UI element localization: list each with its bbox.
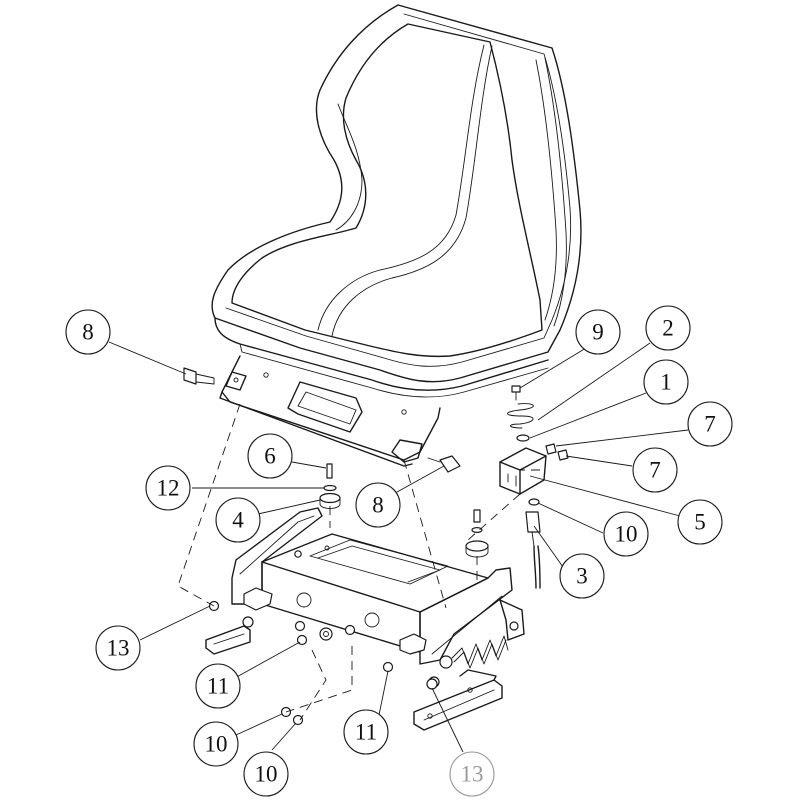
svg-text:5: 5	[694, 510, 706, 535]
assembly-dashed-lines	[177, 403, 540, 721]
callout-13: 13	[449, 751, 495, 797]
seat-shell	[211, 4, 582, 398]
callout-11: 11	[195, 663, 241, 709]
svg-text:13: 13	[461, 762, 484, 787]
callout-6: 6	[247, 433, 293, 479]
callout-12: 12	[145, 465, 191, 511]
svg-text:2: 2	[662, 316, 674, 341]
callout-balloons: 8 9 2 1 7 7 6 12 4 8 5 10 3 13 11 11 10 …	[65, 305, 733, 797]
svg-text:10: 10	[255, 762, 278, 787]
svg-text:8: 8	[372, 493, 384, 518]
svg-text:8: 8	[82, 320, 94, 345]
svg-text:10: 10	[615, 522, 638, 547]
callout-10: 10	[193, 721, 239, 767]
svg-text:7: 7	[649, 458, 661, 483]
svg-text:4: 4	[232, 508, 244, 533]
callout-5: 5	[677, 499, 723, 545]
svg-text:1: 1	[660, 370, 672, 395]
callout-10: 10	[603, 511, 649, 557]
svg-text:12: 12	[157, 476, 180, 501]
callout-4: 4	[215, 497, 261, 543]
svg-text:11: 11	[355, 720, 377, 745]
svg-text:3: 3	[576, 564, 588, 589]
callout-7: 7	[687, 401, 733, 447]
svg-text:10: 10	[205, 732, 228, 757]
svg-text:6: 6	[264, 444, 276, 469]
callout-7: 7	[632, 447, 678, 493]
callout-2: 2	[645, 305, 691, 351]
loose-parts	[183, 367, 569, 726]
callout-3: 3	[559, 553, 605, 599]
callout-8: 8	[355, 482, 401, 528]
callout-8: 8	[65, 309, 111, 355]
callout-1: 1	[643, 359, 689, 405]
callout-13: 13	[95, 625, 141, 671]
leader-lines	[108, 341, 689, 753]
svg-text:13: 13	[107, 636, 130, 661]
svg-text:9: 9	[592, 320, 604, 345]
callout-9: 9	[575, 309, 621, 355]
callout-11: 11	[343, 709, 389, 755]
seat-base-frame	[205, 507, 525, 731]
svg-text:11: 11	[207, 674, 229, 699]
svg-text:7: 7	[704, 412, 716, 437]
callout-10: 10	[243, 751, 289, 797]
